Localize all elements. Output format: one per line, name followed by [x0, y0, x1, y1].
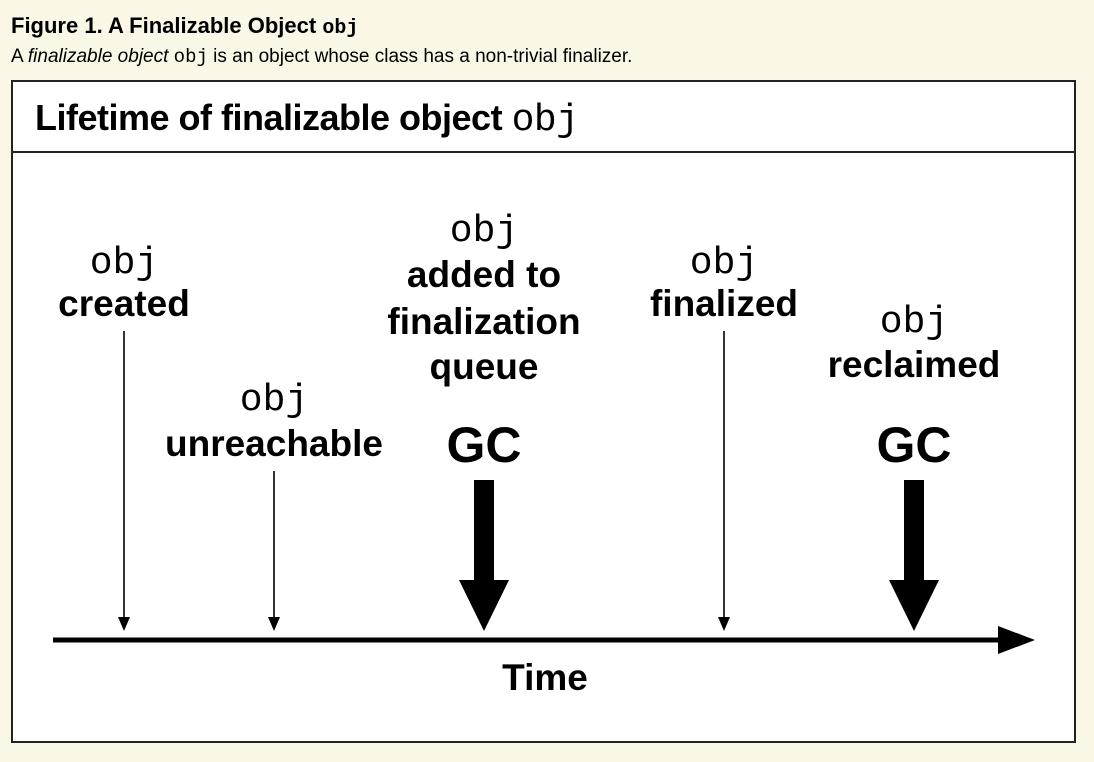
event-finalized-arrowhead	[718, 617, 730, 631]
diagram-header: Lifetime of finalizable object obj	[13, 82, 1074, 153]
event-finalized-label: finalized	[650, 283, 798, 324]
diagram-title-text: Lifetime of finalizable object	[35, 97, 503, 138]
event-finalized: obj finalized	[650, 242, 798, 631]
gc-arrow-2-head	[889, 580, 939, 631]
event-queued-label-line2: finalization	[387, 301, 580, 342]
event-reclaimed-label: reclaimed	[828, 344, 1001, 385]
timeline-diagram: obj created obj unreachable obj added to…	[53, 210, 1035, 698]
event-created-label: created	[58, 283, 190, 324]
event-queued-label-line1: added to	[407, 254, 561, 295]
gc-arrow-2-shaft	[904, 480, 924, 582]
event-created-arrowhead	[118, 617, 130, 631]
figure-caption: A finalizable object obj is an object wh…	[11, 44, 632, 70]
diagram-body: obj created obj unreachable obj added to…	[13, 153, 1074, 741]
diagram-title: Lifetime of finalizable object obj	[35, 96, 579, 143]
event-unreachable-label: unreachable	[165, 423, 383, 464]
event-created-code: obj	[90, 242, 158, 285]
event-created: obj created	[58, 242, 190, 631]
event-reclaimed-code: obj	[880, 301, 948, 344]
gc-arrow-1-shaft	[474, 480, 494, 582]
gc-label-1: GC	[447, 417, 522, 473]
gc-label-2: GC	[877, 417, 952, 473]
caption-code: obj	[173, 46, 208, 68]
diagram-frame: Lifetime of finalizable object obj obj c…	[11, 80, 1076, 743]
gc-arrow-1-head	[459, 580, 509, 631]
time-axis: Time	[53, 626, 1035, 698]
event-unreachable-arrowhead	[268, 617, 280, 631]
event-reclaimed: obj reclaimed GC	[828, 301, 1001, 631]
figure-title: Figure 1. A Finalizable Object obj	[11, 12, 358, 43]
event-unreachable: obj unreachable	[165, 379, 383, 631]
event-queued-label-line3: queue	[430, 346, 539, 387]
event-queued-code: obj	[450, 210, 518, 253]
caption-emphasis: finalizable object	[27, 46, 169, 67]
figure-title-text: Figure 1. A Finalizable Object	[11, 13, 317, 38]
figure-title-code: obj	[322, 17, 359, 40]
event-unreachable-code: obj	[240, 379, 308, 422]
diagram-title-code: obj	[511, 99, 579, 142]
time-axis-label: Time	[502, 657, 588, 698]
event-queued: obj added to finalization queue GC	[387, 210, 581, 631]
caption-prefix: A	[11, 46, 23, 67]
event-finalized-code: obj	[690, 242, 758, 285]
caption-suffix: is an object whose class has a non-trivi…	[213, 46, 633, 67]
time-axis-arrowhead	[998, 626, 1035, 654]
